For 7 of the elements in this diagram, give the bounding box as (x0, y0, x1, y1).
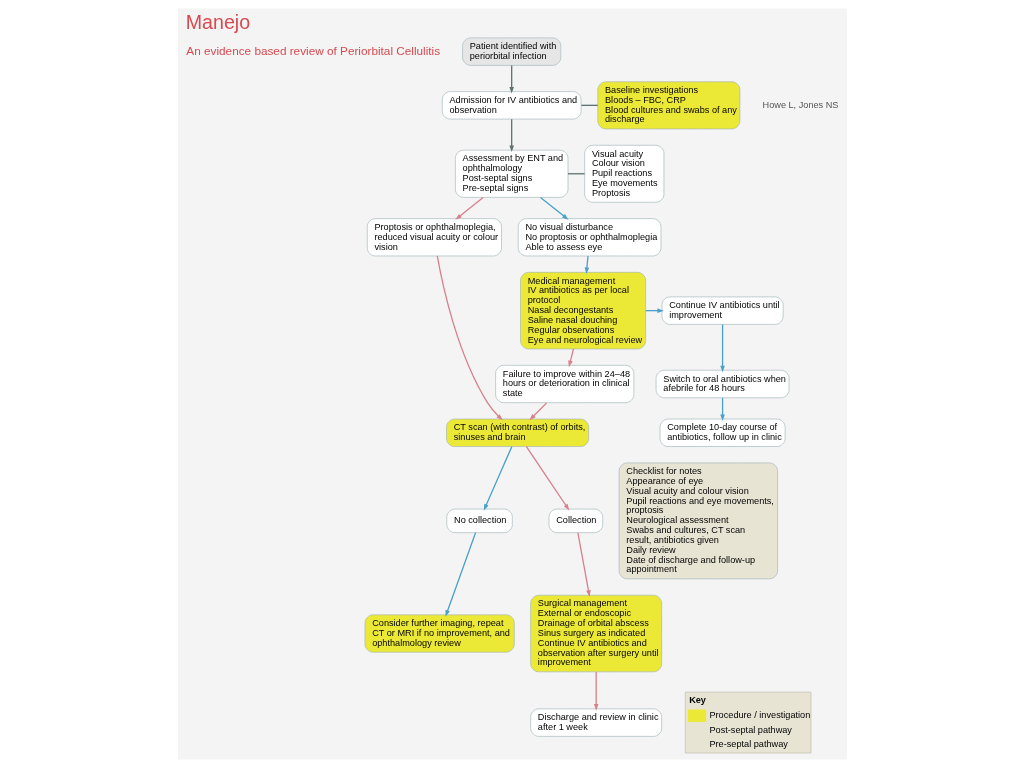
label: Key (688, 695, 706, 706)
legend-label: Procedure / investigation (708, 710, 810, 721)
legend-label: Pre-septal pathway (708, 738, 788, 749)
label: An evidence based review of Periorbital Cellulitis (185, 43, 440, 57)
label: Howe L, Jones NS (762, 99, 838, 110)
diagram-title: Manejo (185, 11, 250, 34)
legend-label: Post-septal pathway (708, 724, 792, 735)
